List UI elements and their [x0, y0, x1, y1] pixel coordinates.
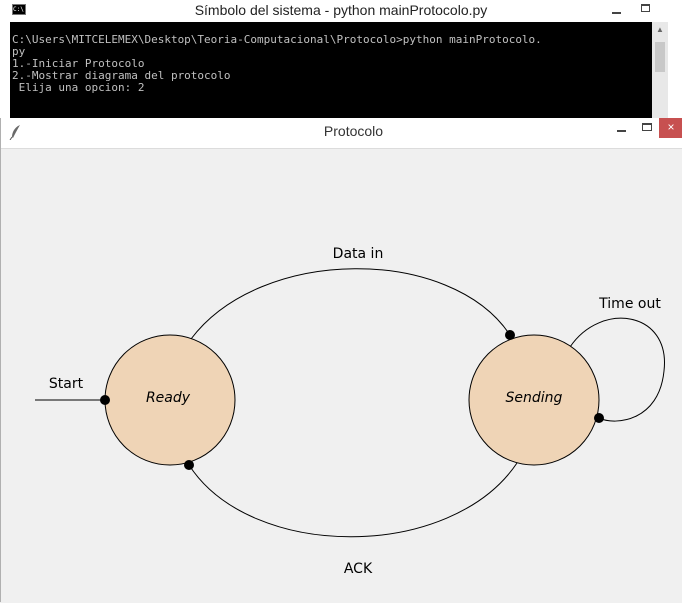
state-ready-label: Ready — [146, 390, 191, 406]
edge-time-out — [569, 317, 665, 422]
tk-maximize-button[interactable] — [635, 118, 659, 140]
maximize-icon — [641, 4, 650, 12]
cmd-scrollbar[interactable]: ▲ — [652, 22, 668, 118]
minimize-icon — [612, 12, 621, 14]
tk-window-title: Protocolo — [323, 123, 384, 139]
ack-arrow-dot — [184, 460, 194, 470]
cmd-left-border — [0, 22, 10, 118]
close-icon: × — [667, 120, 675, 134]
edge-ack — [188, 462, 518, 538]
label-start: Start — [49, 376, 84, 392]
cmd-maximize-button[interactable] — [632, 0, 658, 20]
state-diagram: Ready Sending Start Data in ACK Time out — [35, 246, 665, 577]
maximize-icon — [642, 123, 652, 131]
tk-close-button[interactable]: × — [659, 118, 682, 138]
tk-feather-icon — [9, 125, 20, 140]
state-sending-label: Sending — [506, 390, 563, 406]
tk-titlebar[interactable]: Protocolo × — [1, 118, 682, 148]
time-out-arrow-dot — [594, 413, 604, 423]
diagram-canvas: Ready Sending Start Data in ACK Time out — [1, 148, 682, 603]
tk-minimize-button[interactable] — [611, 118, 635, 140]
label-ack: ACK — [344, 561, 373, 577]
state-sending — [468, 334, 600, 466]
scroll-up-arrow-icon[interactable]: ▲ — [656, 25, 664, 34]
data-in-arrow-dot — [505, 330, 515, 340]
label-time-out: Time out — [598, 296, 661, 312]
scrollbar-thumb[interactable] — [655, 42, 665, 72]
label-data-in: Data in — [333, 246, 384, 262]
console-line: Elija una opcion: 2 — [12, 81, 145, 94]
protocolo-window: Protocolo × Ready Sending Start — [0, 118, 682, 603]
console-line: 2.-Mostrar diagrama del protocolo — [12, 69, 231, 82]
console-line: 1.-Iniciar Protocolo — [12, 57, 145, 70]
console-line: py — [12, 45, 26, 58]
start-arrow-dot — [100, 395, 110, 405]
cmd-app-icon: C:\ — [12, 4, 26, 15]
command-prompt-window: C:\ Símbolo del sistema - python mainPro… — [0, 0, 682, 118]
console-output[interactable]: C:\Users\MITCELEMEX\Desktop\Teoria-Compu… — [10, 22, 652, 118]
console-line: C:\Users\MITCELEMEX\Desktop\Teoria-Compu… — [12, 33, 542, 46]
edge-data-in — [190, 268, 511, 340]
minimize-icon — [617, 130, 626, 132]
cmd-titlebar[interactable]: C:\ Símbolo del sistema - python mainPro… — [0, 0, 682, 22]
cmd-window-title: Símbolo del sistema - python mainProtoco… — [194, 2, 488, 18]
cmd-minimize-button[interactable] — [604, 0, 630, 20]
